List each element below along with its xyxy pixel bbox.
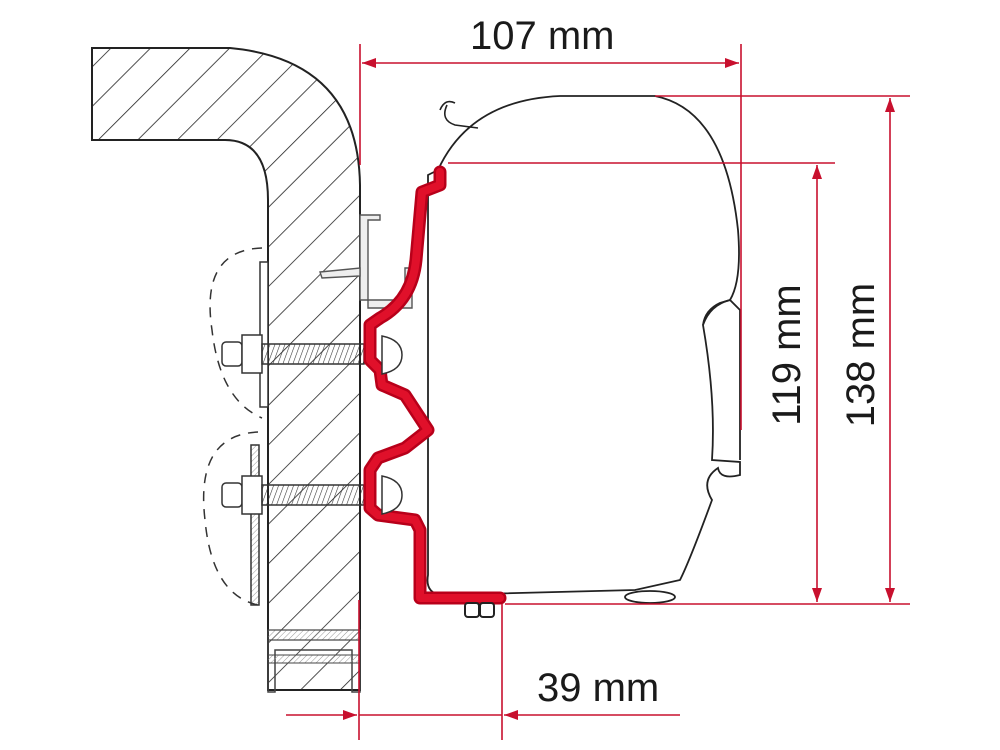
mounting-bolt-lower — [221, 475, 365, 515]
dimension-label-width: 107 mm — [470, 14, 615, 58]
dimension-label-offset: 39 mm — [537, 666, 660, 710]
clearance-outlines — [202, 247, 263, 606]
awning-cassette — [426, 95, 741, 604]
dimension-label-height-inner: 119 mm — [765, 284, 809, 426]
dimension-lines — [286, 44, 910, 740]
adapter-bracket — [363, 165, 507, 605]
mounting-bolt-upper — [221, 334, 365, 374]
bottom-screw — [464, 602, 495, 618]
vehicle-wall-section — [91, 47, 361, 691]
backing-plates — [250, 261, 269, 606]
dome-nuts — [381, 335, 403, 515]
dimension-label-height-outer: 138 mm — [839, 282, 883, 428]
